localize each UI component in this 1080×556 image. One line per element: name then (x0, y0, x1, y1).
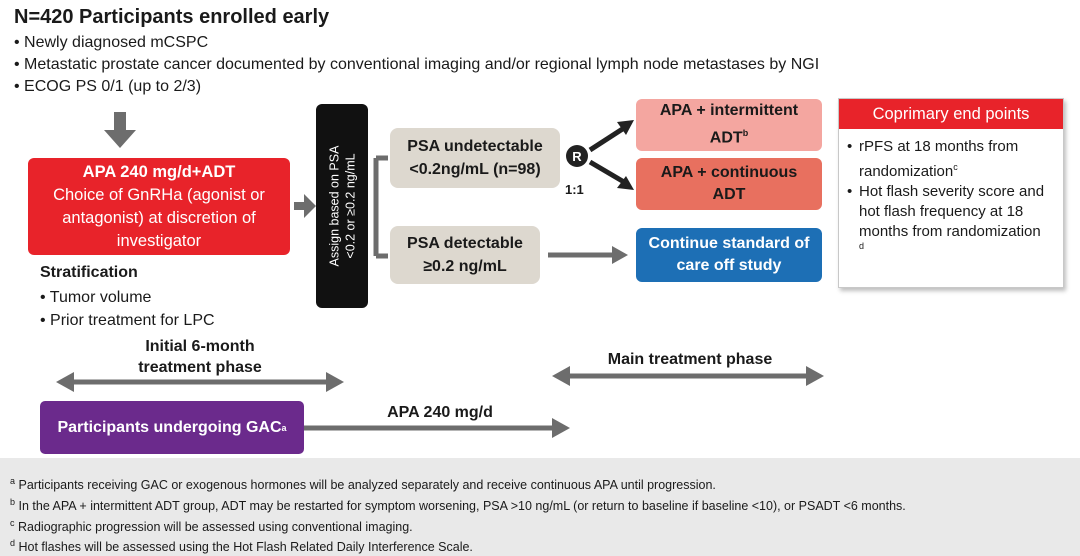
stratification-item: • Prior treatment for LPC (40, 312, 215, 329)
assign-psa-box: Assign based on PSA <0.2 or ≥0.2 ng/mL (316, 104, 368, 308)
continue-soc-box: Continue standard of care off study (636, 228, 822, 282)
endpoints-panel: Coprimary end points • rPFS at 18 months… (838, 98, 1064, 288)
initial-treatment-box: APA 240 mg/d+ADT Choice of GnRHa (agonis… (28, 158, 290, 255)
footnotes-panel (0, 458, 1080, 556)
footnote: d Hot flashes will be assessed using the… (10, 538, 473, 555)
endpoint-item: • rPFS at 18 months from randomizationc (847, 138, 1019, 180)
footnote: b In the APA + intermittent ADT group, A… (10, 497, 906, 514)
criterion-item: • ECOG PS 0/1 (up to 2/3) (14, 78, 202, 95)
randomization-symbol: R (566, 145, 588, 167)
randomization-ratio: 1:1 (565, 182, 584, 197)
criterion-item: • Metastatic prostate cancer documented … (14, 56, 820, 73)
arm-continuous-box: APA + continuous ADT (636, 158, 822, 210)
main-phase-label: Main treatment phase (607, 351, 773, 368)
gac-arrow-label: APA 240 mg/d (387, 404, 493, 421)
footnote: a Participants receiving GAC or exogenou… (10, 476, 716, 493)
stratification-title: Stratification (40, 264, 138, 281)
endpoint-item: • Hot flash severity score and hot flash… (847, 183, 1045, 251)
diagram-title: N=420 Participants enrolled early (14, 6, 330, 28)
initial-phase-label: Initial 6-month treatment phase (138, 338, 262, 376)
psa-undetectable-box: PSA undetectable <0.2ng/mL (n=98) (390, 128, 560, 188)
arm-intermittent-box: APA + intermittent ADTb (636, 99, 822, 151)
endpoints-title: Coprimary end points (839, 99, 1063, 129)
stratification-item: • Tumor volume (40, 289, 152, 306)
branch-arrow-down (588, 159, 626, 185)
footnote: c Radiographic progression will be asses… (10, 518, 413, 535)
psa-detectable-box: PSA detectable ≥0.2 ng/mL (390, 226, 540, 284)
branch-arrow-up (588, 125, 626, 153)
branch-bracket (373, 155, 388, 259)
right-arrow-assign (294, 194, 316, 218)
criterion-item: • Newly diagnosed mCSPC (14, 34, 209, 51)
down-arrow (104, 112, 136, 148)
